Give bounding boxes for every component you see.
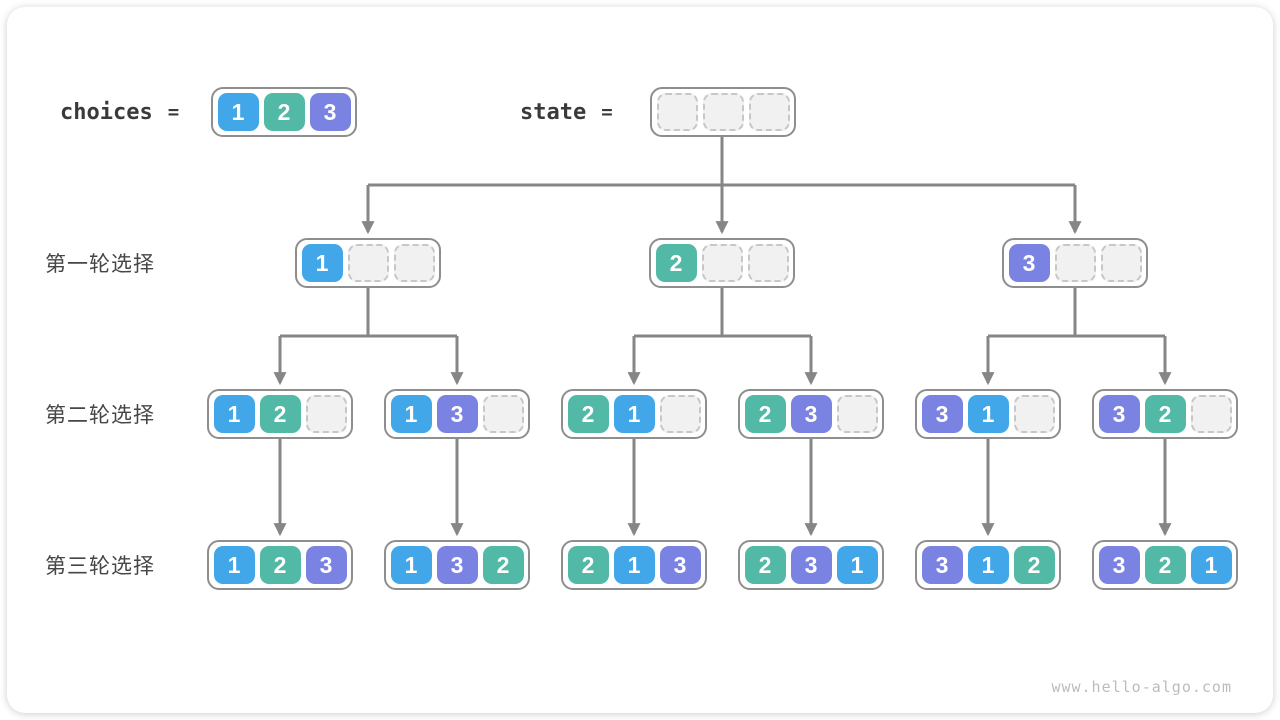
state-cell: 2 [1144,395,1186,433]
state-cell: 1 [613,546,655,584]
empty-cell [701,244,743,282]
state-cell: 2 [259,395,301,433]
state-cell: 3 [436,395,478,433]
state-label: state [520,99,587,125]
state-cell: 1 [217,93,259,131]
state-cell: 1 [1190,546,1232,584]
choices-label: choices [60,99,153,125]
empty-cell [748,93,790,131]
state-cell: 3 [1098,546,1140,584]
state-cell: 1 [967,395,1009,433]
state-cell: 3 [305,546,347,584]
round-2-label: 第二轮选择 [45,404,155,427]
state-node: 1 [295,238,441,288]
equals-sign: = [167,101,180,123]
state-cell: 3 [309,93,351,131]
round-3-label: 第三轮选择 [45,555,155,578]
state-cell: 3 [1098,395,1140,433]
choices-header: choices = [60,87,179,137]
state-cell: 1 [301,244,343,282]
state-cell: 3 [790,546,832,584]
state-cell: 3 [790,395,832,433]
watermark: www.hello-algo.com [1051,678,1232,696]
state-cell: 2 [744,546,786,584]
state-cell: 1 [967,546,1009,584]
state-cell: 3 [921,395,963,433]
empty-cell [305,395,347,433]
empty-cell [482,395,524,433]
state-cell: 2 [1144,546,1186,584]
state-cell: 3 [436,546,478,584]
state-cell: 2 [263,93,305,131]
state-cell: 3 [659,546,701,584]
empty-cell [393,244,435,282]
state-node: 3 [1002,238,1148,288]
empty-cell [347,244,389,282]
round-1-label: 第一轮选择 [45,253,155,276]
state-cell: 2 [744,395,786,433]
state-cell: 1 [390,546,432,584]
state-cell: 2 [567,546,609,584]
state-box [650,87,796,137]
empty-cell [1190,395,1232,433]
state-cell: 1 [836,546,878,584]
empty-cell [656,93,698,131]
state-cell: 1 [213,546,255,584]
state-cell: 3 [921,546,963,584]
state-cell: 2 [1013,546,1055,584]
state-cell: 2 [259,546,301,584]
empty-cell [1013,395,1055,433]
state-header: state = [520,87,613,137]
empty-cell [836,395,878,433]
empty-cell [747,244,789,282]
state-cell: 2 [482,546,524,584]
empty-cell [702,93,744,131]
state-cell: 1 [613,395,655,433]
state-cell: 1 [390,395,432,433]
state-cell: 3 [1008,244,1050,282]
state-cell: 1 [213,395,255,433]
state-node: 2 [649,238,795,288]
equals-sign: = [601,101,613,123]
state-cell: 2 [655,244,697,282]
empty-cell [1100,244,1142,282]
empty-cell [659,395,701,433]
state-cell: 2 [567,395,609,433]
empty-cell [1054,244,1096,282]
